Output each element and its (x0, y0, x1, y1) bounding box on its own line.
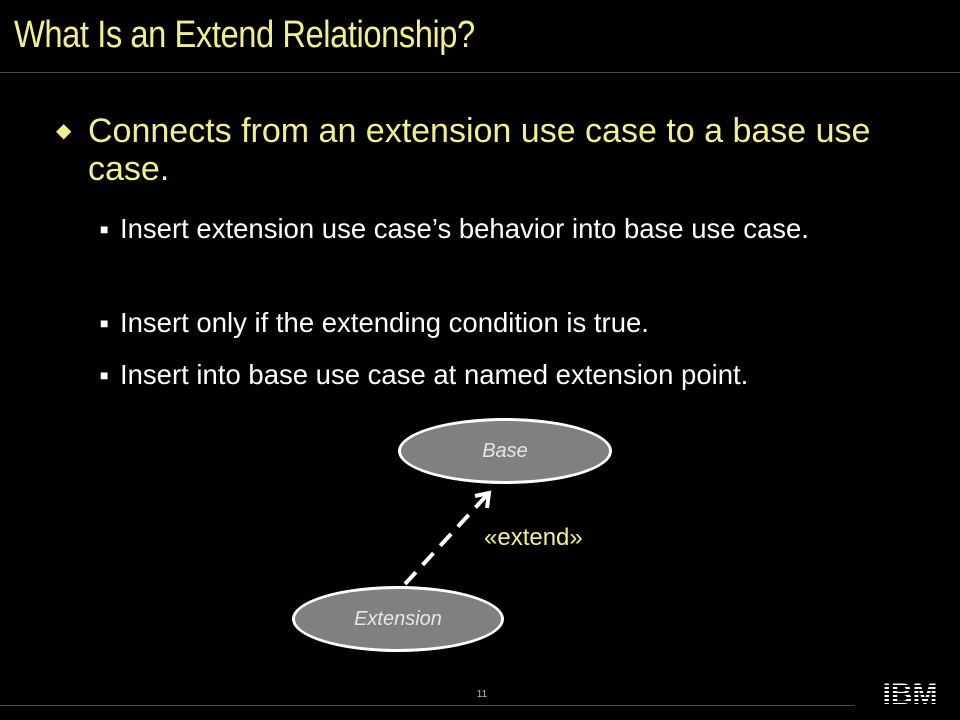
page-number: 11 (476, 689, 488, 700)
square-bullet-icon: ■ (100, 221, 109, 237)
slide-title: What Is an Extend Relationship? (14, 14, 475, 56)
footer-divider (0, 705, 855, 706)
base-use-case-label: Base (482, 439, 528, 462)
main-bullet-text: Connects from an extension use case to a… (88, 112, 871, 188)
diamond-bullet-icon: ◆ (56, 120, 72, 142)
ibm-logo: IBM (883, 678, 938, 706)
sub-bullet-text: Insert into base use case at named exten… (120, 359, 749, 390)
extension-use-case[interactable]: Extension (292, 586, 504, 652)
extension-use-case-label: Extension (354, 607, 442, 630)
title-divider (0, 72, 960, 73)
sub-bullet-text: Insert extension use case’s behavior int… (120, 213, 809, 244)
base-use-case[interactable]: Base (398, 418, 612, 484)
svg-text:IBM: IBM (883, 678, 938, 706)
square-bullet-icon: ■ (100, 367, 109, 383)
square-bullet-icon: ■ (100, 315, 109, 331)
sub-bullet-text: Insert only if the extending condition i… (120, 307, 649, 338)
extend-stereotype-label: «extend» (484, 524, 583, 551)
